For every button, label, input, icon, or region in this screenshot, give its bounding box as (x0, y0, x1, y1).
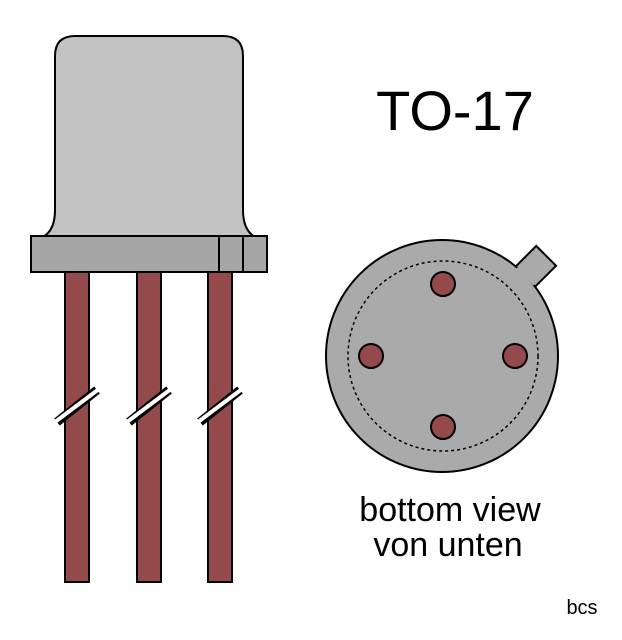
caption-english: bottom view (359, 491, 541, 529)
caption-german: von unten (373, 526, 522, 564)
lead-break-marks (53, 386, 244, 426)
pin-left (358, 343, 384, 369)
pin-bottom (430, 414, 456, 440)
pin-top (430, 271, 456, 297)
flange (30, 235, 268, 273)
lead-2 (136, 271, 162, 583)
leads (64, 271, 233, 583)
bottom-view (325, 239, 559, 473)
author-credit: bcs (566, 597, 597, 619)
side-view (30, 35, 268, 583)
pin-right (502, 343, 528, 369)
base-disc (325, 239, 559, 473)
lead-1 (64, 271, 90, 583)
package-title: TO-17 (376, 79, 534, 142)
tab-joint-cover (516, 257, 545, 286)
cap-outline-dashed (347, 260, 539, 452)
transistor-cap (34, 35, 264, 241)
lead-3 (207, 271, 233, 583)
